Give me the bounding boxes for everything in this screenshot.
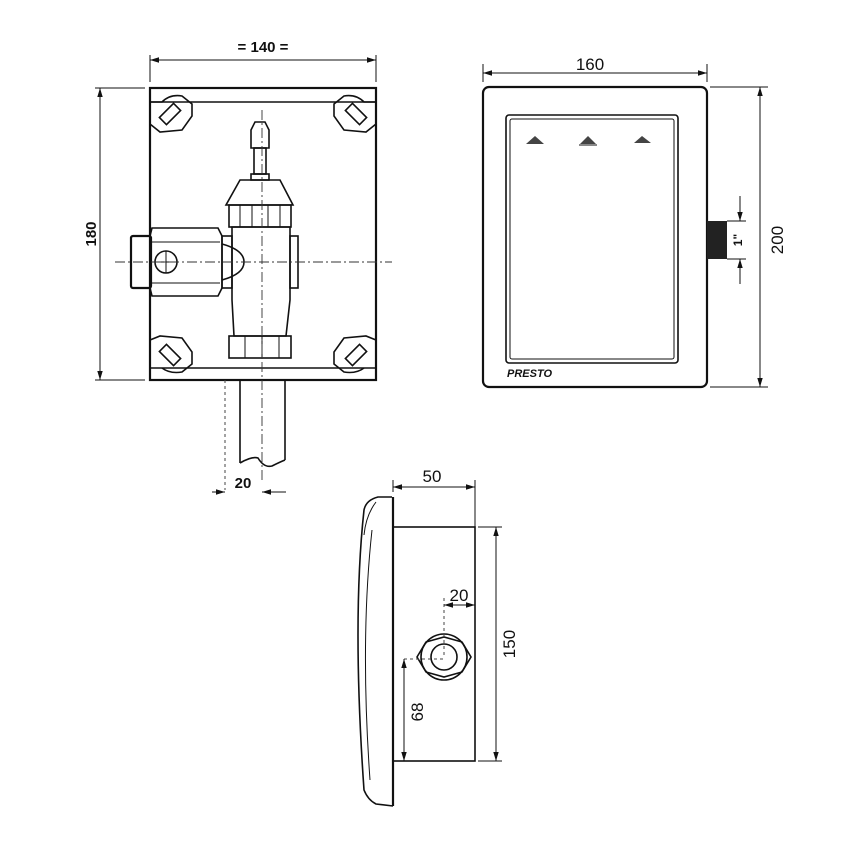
dim-thread-1in: 1" [731, 234, 745, 246]
dim-height-150: 150 [500, 630, 519, 658]
outlet-pipe [239, 380, 286, 468]
front-view-open-box: = 140 = 180 20 [83, 39, 392, 495]
dim-depth-50: 50 [423, 467, 442, 486]
brand-logo: PRESTO [507, 368, 552, 380]
valve-spindle [224, 121, 295, 228]
dim-outlet-offset-20: 20 [450, 586, 469, 605]
cover-plate-panel [505, 114, 679, 364]
side-box-body [392, 526, 476, 762]
button-symbol-2-icon [580, 136, 596, 144]
dim-height-200: 200 [768, 226, 787, 254]
dim-width-160: 160 [576, 55, 604, 74]
dim-height-180: 180 [83, 221, 100, 246]
front-view-cover-plate: PRESTO 160 200 1" [481, 55, 787, 389]
button-symbol-3-icon [634, 136, 651, 143]
dim-outlet-height-68: 68 [408, 703, 427, 722]
mounting-lug-bottom-left [149, 335, 193, 374]
mounting-lug-top-left [149, 94, 193, 133]
thread-connector [707, 221, 727, 259]
side-view: 50 20 150 68 [357, 467, 519, 807]
valve-body [228, 226, 299, 359]
cover-plate-outline [481, 85, 709, 389]
dim-pipe-20: 20 [235, 475, 252, 492]
cover-profile [357, 496, 394, 807]
mounting-lug-top-right [333, 94, 377, 133]
dim-width-140: = 140 = [238, 39, 289, 56]
mounting-lug-bottom-right [333, 335, 377, 374]
button-symbol-1-icon [526, 136, 544, 144]
